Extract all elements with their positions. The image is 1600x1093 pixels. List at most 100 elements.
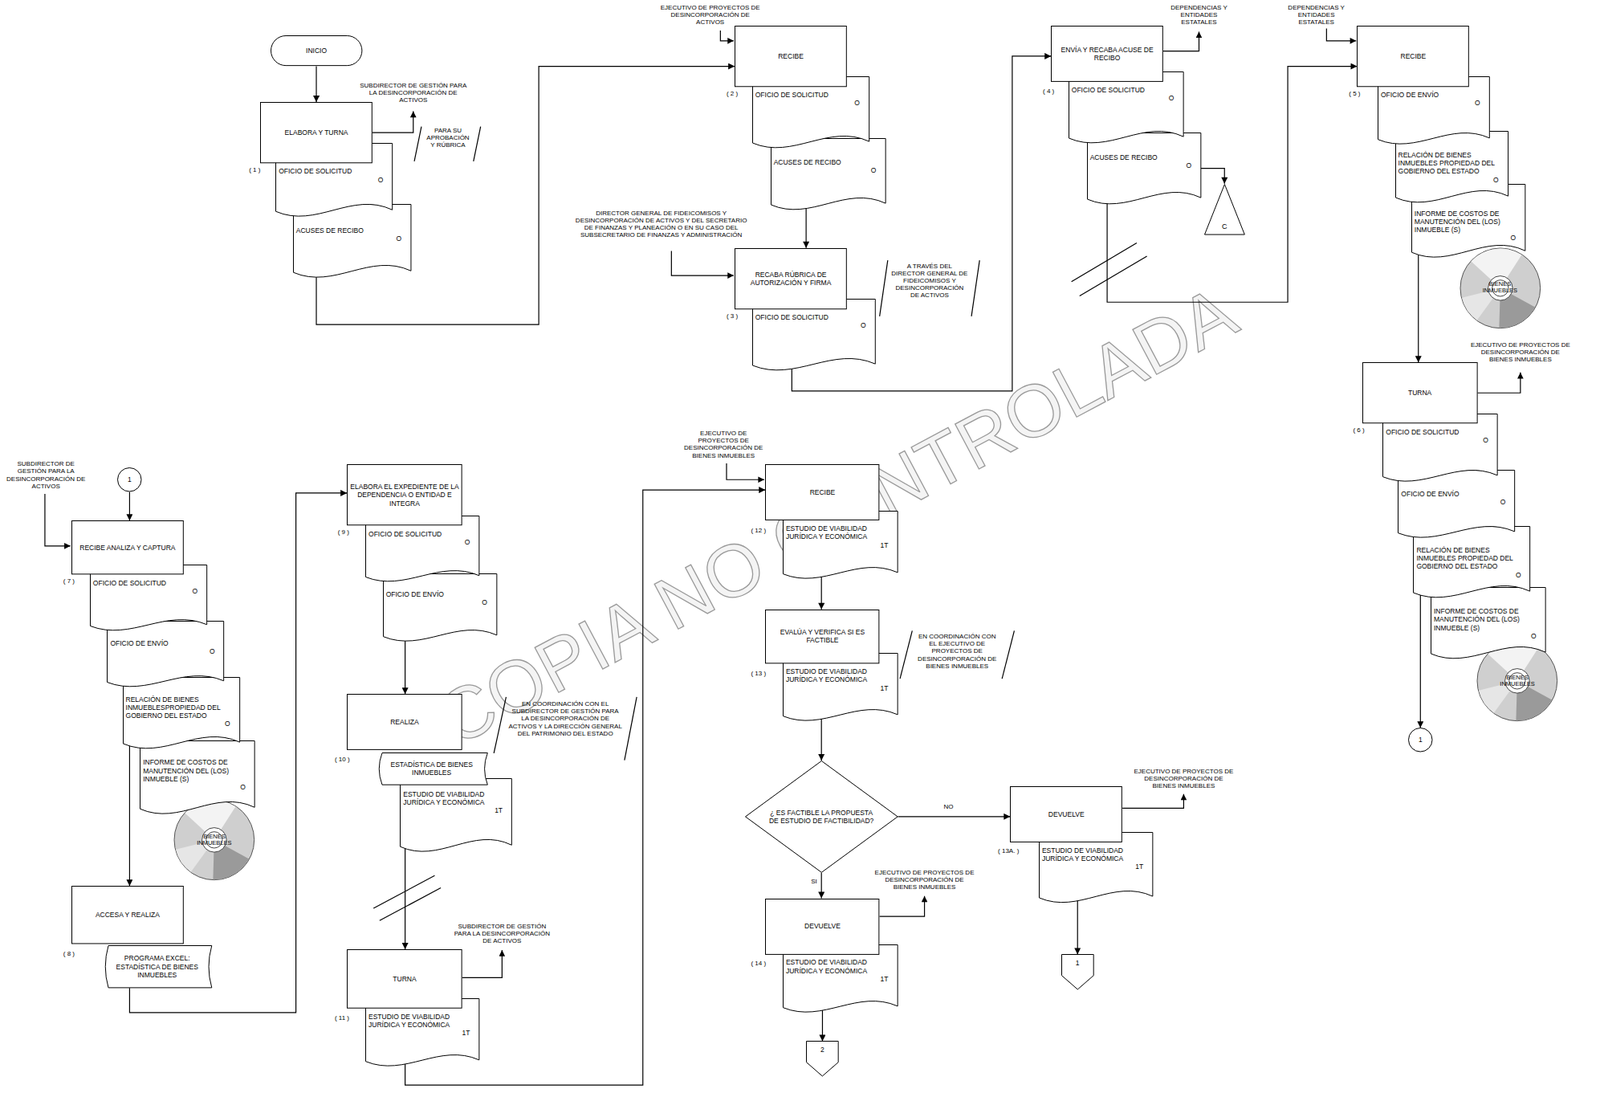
document-shape: ESTUDIO DE VIABILIDAD JURÍDICA Y ECONÓMI… [365, 997, 480, 1072]
flow-connector [1420, 590, 1421, 729]
shape-outline [293, 203, 412, 284]
actor-arrow [720, 30, 734, 41]
node-content: C [1204, 183, 1246, 236]
shape-outline [89, 564, 208, 636]
circle-outline [118, 468, 143, 493]
label-text: DEPENDENCIAS Y ENTIDADES ESTATALES [1284, 4, 1348, 27]
process-box: EVALÚA Y VERIFICA SI ES FACTIBLE [765, 609, 880, 664]
process-box: ACCESA Y REALIZA [71, 885, 184, 944]
document-outline [366, 515, 480, 581]
label-text: SUBDIRECTOR DE GESTIÓN PARA LA DESINCORP… [358, 81, 468, 105]
actor-label: DIRECTOR GENERAL DE FIDEICOMISOS Y DESIN… [571, 209, 752, 240]
node-text: DEVUELVE [1048, 810, 1085, 819]
node-text: ESTADÍSTICA DE BIENES INMUEBLES [385, 760, 479, 777]
node-content: BIENES INMUEBLES [1459, 247, 1542, 330]
document-shape: OFICIO DE SOLICITUDO [1382, 413, 1499, 488]
node-text: ¿ ES FACTIBLE LA PROPUESTA DE ESTUDIO DE… [766, 808, 877, 825]
actor-label: EJECUTIVO DE PROYECTOS DE DESINCORPORACI… [680, 429, 767, 460]
label-text: ( 2 ) [726, 89, 738, 98]
note-slash [1001, 630, 1014, 679]
node-text: OFICIO DE ENVÍO [1380, 90, 1486, 99]
document-outline [140, 740, 256, 814]
shape-outline [1068, 71, 1185, 150]
node-text: ESTUDIO DE VIABILIDAD JURÍDICA Y ECONÓMI… [1042, 846, 1149, 863]
node-text: ENVÍA Y RECABA ACUSE DE RECIBO [1053, 45, 1161, 62]
copy-mark: O [1398, 175, 1504, 184]
disc-body [174, 799, 255, 880]
actor-label: EJECUTIVO DE PROYECTOS DE DESINCORPORACI… [1132, 767, 1235, 790]
edge-label-text: SI [810, 877, 818, 885]
note-slash [624, 696, 637, 761]
node-text: REALIZA [390, 717, 419, 726]
actor-arrow [1326, 28, 1356, 41]
disc-body [1477, 640, 1558, 721]
step-number: ( 6 ) [1352, 426, 1364, 434]
offpage-connector: 1 [1061, 953, 1095, 990]
flow-connector [821, 714, 823, 761]
shape-outline [365, 515, 480, 587]
label-text: ( 14 ) [750, 959, 766, 967]
node-text: ESTUDIO DE VIABILIDAD JURÍDICA Y ECONÓMI… [785, 524, 894, 541]
label-text: ( 13 ) [750, 669, 766, 677]
actor-arrow [462, 949, 503, 978]
document-outline [400, 777, 513, 851]
copy-mark: O [126, 719, 236, 728]
document-outline [366, 998, 480, 1067]
box-outline [260, 102, 373, 163]
step-number: ( 11 ) [334, 1013, 350, 1022]
note-label: PARA SU APROBACIÓN Y RÚBRICA [424, 126, 472, 150]
step-number: ( 12 ) [750, 526, 766, 534]
node-content: 1 [1061, 953, 1095, 990]
document-shape: INFORME DE COSTOS DE MANUTENCIÓN DEL (LO… [139, 740, 256, 820]
box-outline [1362, 362, 1478, 424]
actor-arrow [1122, 793, 1184, 809]
node-text: INICIO [305, 46, 327, 55]
document-shape: ESTUDIO DE VIABILIDAD JURÍDICA Y ECONÓMI… [782, 652, 899, 727]
step-number: ( 10 ) [334, 755, 351, 763]
node-text: 1 [127, 475, 132, 484]
document-outline [782, 653, 898, 721]
node-text: ESTUDIO DE VIABILIDAD JURÍDICA Y ECONÓMI… [403, 789, 508, 807]
node-text: ACUSES DE RECIBO [1090, 153, 1197, 162]
shape-outline [399, 777, 513, 858]
copy-mark: O [1090, 161, 1197, 170]
document-outline [752, 77, 869, 148]
label-text: ( 10 ) [334, 755, 351, 763]
node-text: RELACIÓN DE BIENES INMUEBLES PROPIEDAD D… [1416, 545, 1526, 571]
document-outline [107, 620, 224, 686]
shape-outline [770, 138, 887, 216]
offpage-outline [806, 1041, 839, 1076]
node-content: 1 [117, 467, 143, 493]
document-outline [382, 574, 497, 642]
copy-mark: 1T [368, 1028, 475, 1037]
document-outline [1398, 469, 1515, 538]
shape-outline [1382, 413, 1499, 488]
step-number: ( 5 ) [1348, 89, 1360, 98]
document-outline [122, 676, 240, 748]
box-outline [347, 464, 463, 526]
label-text: EN COORDINACIÓN CON EL EJECUTIVO DE PROY… [914, 632, 1001, 670]
node-text: RECIBE ANALIZA Y CAPTURA [79, 543, 176, 552]
node-text: INFORME DE COSTOS DE MANUTENCIÓN DEL (LO… [1433, 606, 1542, 632]
label-text: DIRECTOR GENERAL DE FIDEICOMISOS Y DESIN… [571, 209, 752, 240]
document-shape: OFICIO DE SOLICITUDO [365, 515, 480, 587]
copy-mark: 1T [785, 974, 894, 983]
document-shape: ACUSES DE RECIBOO [293, 203, 412, 284]
box-outline [765, 609, 880, 663]
node-content: RECABA RÚBRICA DE AUTORIZACIÓN Y FIRMA [734, 248, 847, 310]
time-break [1079, 256, 1148, 297]
actor-arrow [879, 895, 925, 917]
disc-storage: BIENES INMUEBLES [173, 798, 256, 881]
process-box: ELABORA Y TURNA [260, 101, 373, 163]
actor-label: SUBDIRECTOR DE GESTIÓN PARA LA DESINCORP… [448, 922, 555, 945]
node-content: RECIBE [734, 25, 847, 87]
node-text: C [1221, 222, 1228, 232]
document-shape: OFICIO DE SOLICITUDO [1068, 71, 1185, 150]
document-outline [752, 299, 876, 371]
box-outline [71, 886, 184, 944]
node-text: BIENES INMUEBLES [1479, 280, 1520, 295]
copy-mark: O [368, 537, 475, 546]
node-text: ELABORA Y TURNA [284, 128, 349, 137]
node-text: RELACIÓN DE BIENES INMUEBLES PROPIEDAD D… [1398, 150, 1504, 176]
